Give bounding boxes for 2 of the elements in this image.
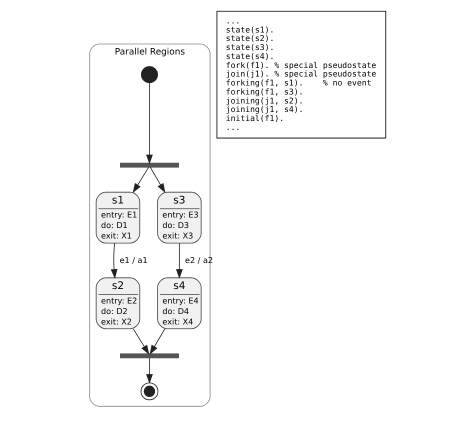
edge-label: e1 / a1 — [119, 256, 148, 265]
edge-label: e2 / a2 — [184, 256, 213, 265]
